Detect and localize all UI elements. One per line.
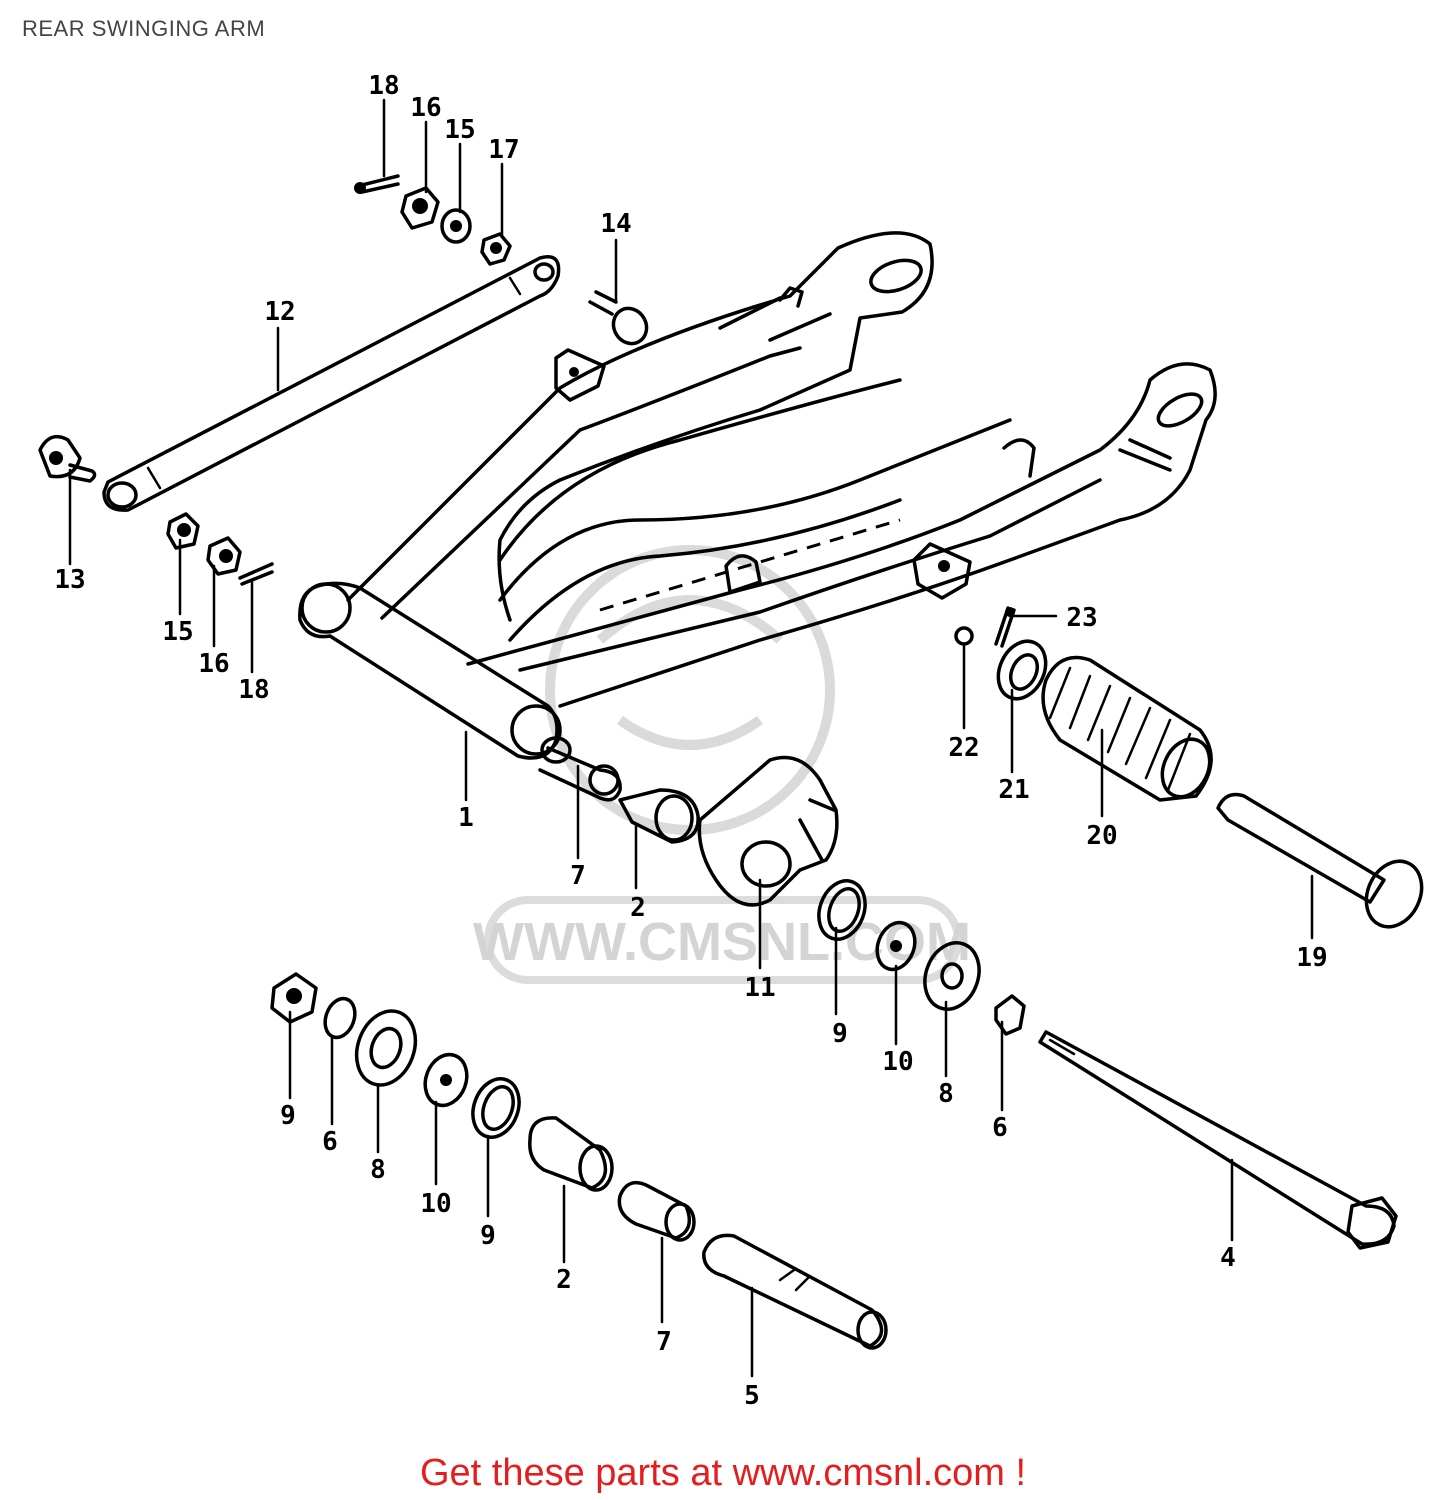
page-title: REAR SWINGING ARM	[22, 16, 266, 41]
label-23: 23	[1066, 603, 1097, 633]
label-17: 17	[488, 135, 519, 165]
label-13: 13	[54, 565, 85, 595]
label-1: 1	[458, 803, 474, 833]
label-6: 6	[322, 1127, 338, 1157]
label-10: 10	[420, 1189, 451, 1219]
part-14-bolt	[588, 290, 649, 346]
label-15: 15	[162, 617, 193, 647]
label-5: 5	[744, 1381, 760, 1411]
label-4: 4	[1220, 1243, 1236, 1273]
left-washers	[270, 972, 521, 1139]
label-16: 16	[198, 649, 229, 679]
label-2: 2	[556, 1265, 572, 1295]
upper-fasteners	[354, 174, 512, 266]
label-19: 19	[1296, 943, 1327, 973]
part-13	[38, 434, 97, 483]
footer-link[interactable]: Get these parts at www.cmsnl.com !	[419, 1452, 1027, 1494]
label-21: 21	[998, 775, 1029, 805]
label-18: 18	[238, 675, 269, 705]
label-16: 16	[410, 93, 441, 123]
label-7: 7	[656, 1327, 672, 1357]
label-12: 12	[264, 297, 295, 327]
right-washers	[817, 879, 1026, 1036]
label-9: 9	[280, 1101, 296, 1131]
part-12-rod	[102, 255, 561, 512]
label-15: 15	[444, 115, 475, 145]
label-11: 11	[744, 973, 775, 1003]
label-20: 20	[1086, 821, 1117, 851]
part-4-axle	[1038, 1030, 1398, 1250]
label-8: 8	[938, 1079, 954, 1109]
part-19-bolt	[1216, 792, 1424, 929]
upper-bushings	[538, 736, 700, 844]
lower-fasteners	[166, 512, 274, 586]
callout-labels: 18 16 15 17 14 12 13 15 16 18 23 22 21 2…	[54, 71, 1327, 1411]
label-7: 7	[570, 861, 586, 891]
label-14: 14	[600, 209, 631, 239]
label-2: 2	[630, 893, 646, 923]
label-22: 22	[948, 733, 979, 763]
label-9: 9	[832, 1019, 848, 1049]
part-1-swing-arm	[298, 231, 1217, 760]
watermark: WWW.CMSNL.COM	[473, 545, 971, 984]
rubber-boot-group	[954, 606, 1213, 802]
label-9: 9	[480, 1221, 496, 1251]
watermark-text: WWW.CMSNL.COM	[473, 912, 971, 972]
label-10: 10	[882, 1047, 913, 1077]
label-18: 18	[368, 71, 399, 101]
label-8: 8	[370, 1155, 386, 1185]
part-11-link	[697, 755, 839, 907]
leader-lines	[68, 98, 1314, 1378]
label-6: 6	[992, 1113, 1008, 1143]
lower-bushings	[528, 1116, 888, 1350]
